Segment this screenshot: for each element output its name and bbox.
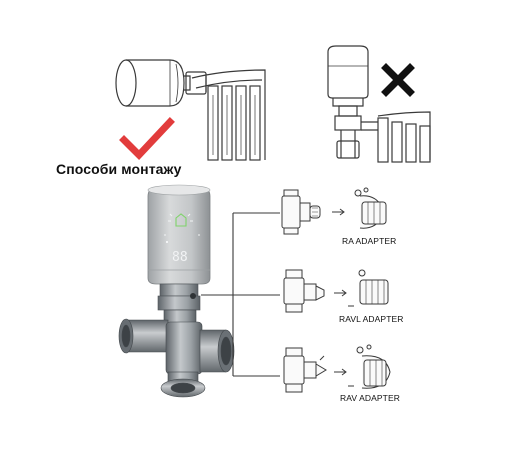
ravl-adapter [348, 269, 389, 307]
installation-methods-title: Способи монтажу [56, 161, 182, 177]
ravl-valve [283, 269, 325, 313]
smart-thermostat-head: 88 [147, 184, 211, 285]
ra-valve [281, 189, 321, 235]
thermostat-horizontal [115, 59, 191, 107]
arrow-to-ravl-adapter [334, 289, 347, 297]
ra-adapter-label: RA ADAPTER [342, 236, 397, 246]
radiator-horizontal [185, 69, 266, 161]
arrow-to-rav-adapter [334, 368, 347, 376]
radiator-vertical [377, 111, 431, 163]
valve-vertical [334, 115, 378, 159]
adapter-connector-lines [201, 212, 280, 377]
ra-adapter [354, 187, 387, 229]
check-mark-icon [119, 117, 175, 161]
thermostat-display-value: 88 [172, 250, 188, 265]
rav-valve [283, 347, 327, 393]
rav-adapter-label: RAV ADAPTER [340, 393, 400, 403]
cross-mark-icon [381, 63, 415, 97]
valve-body [118, 309, 235, 398]
arrow-to-ra-adapter [332, 208, 345, 216]
display-icons [164, 213, 200, 243]
rav-adapter [348, 344, 391, 389]
ravl-adapter-label: RAVL ADAPTER [339, 314, 404, 324]
